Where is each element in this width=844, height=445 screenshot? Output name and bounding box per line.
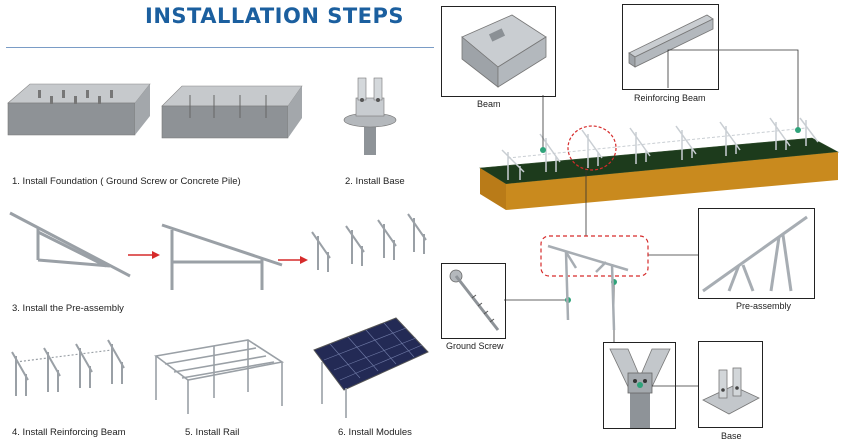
base-callout-box <box>698 341 763 428</box>
leader-lines <box>504 49 799 387</box>
pile-detail-icon <box>609 348 671 428</box>
step-1-label: 1. Install Foundation ( Ground Screw or … <box>12 176 241 187</box>
solar-modules <box>313 317 429 418</box>
rail-structure <box>154 339 285 414</box>
ground-screw-label: Ground Screw <box>446 341 504 351</box>
foundation-slab-1 <box>7 83 151 136</box>
step-6-label: 6. Install Modules <box>338 427 412 438</box>
reinforcing-beam-icon <box>628 14 714 68</box>
base-icon <box>702 367 760 415</box>
pre-assembly-stage-2 <box>161 223 283 290</box>
step-3-label: 3. Install the Pre-assembly <box>12 303 124 314</box>
pre-assembly-stage-3 <box>311 213 427 272</box>
ground-screw-icon <box>449 269 500 331</box>
pre-assembly-icon <box>702 215 808 293</box>
pre-assembly-frame <box>547 244 629 331</box>
reinforcing-beam-label: Reinforcing Beam <box>634 93 706 103</box>
step-4-label: 4. Install Reinforcing Beam <box>12 427 126 438</box>
reinforcing-beam-frames <box>11 339 125 396</box>
ground-screw-callout-box <box>441 263 506 339</box>
page-title: INSTALLATION STEPS <box>145 4 405 28</box>
step-2-label: 2. Install Base <box>345 176 405 187</box>
base-label: Base <box>721 431 742 441</box>
beam-label: Beam <box>477 99 501 109</box>
reinforcing-beam-callout-box <box>622 4 719 90</box>
process-arrow-2 <box>278 256 308 264</box>
base-on-pile <box>343 77 397 155</box>
process-arrow-1 <box>128 251 160 259</box>
ground-block <box>479 137 840 210</box>
pre-assembly-callout-box <box>698 208 815 299</box>
pre-assembly-stage-1 <box>9 211 131 278</box>
title-divider <box>6 47 434 48</box>
highlight-circle <box>567 125 617 171</box>
pre-assembly-label: Pre-assembly <box>736 301 792 311</box>
foundation-slab-2 <box>161 85 303 139</box>
beam-callout-box <box>441 6 556 97</box>
pre-assembly-highlight <box>540 235 649 277</box>
pile-callout-box <box>603 342 676 429</box>
beam-icon <box>461 14 547 88</box>
step-5-label: 5. Install Rail <box>185 427 240 438</box>
